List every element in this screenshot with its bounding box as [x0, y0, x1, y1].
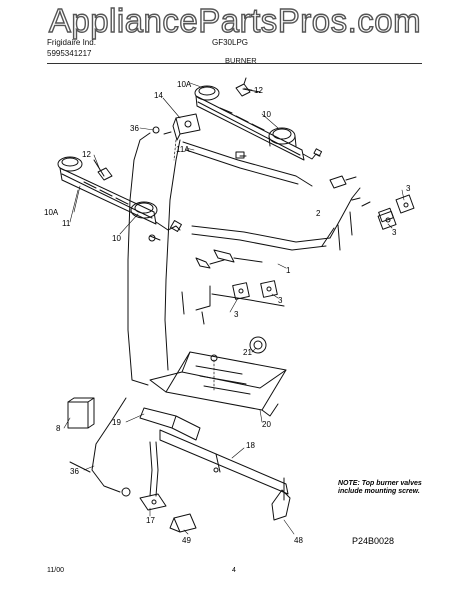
callout-2: 2	[316, 209, 321, 218]
igniter-switch	[139, 493, 197, 533]
callout-20: 20	[262, 420, 271, 429]
front-burner-assembly	[57, 156, 182, 242]
callout-12-top: 12	[254, 86, 263, 95]
rear-burner-assembly	[194, 77, 323, 161]
lower-gas-tube	[69, 397, 131, 497]
callout-10a-left: 10A	[44, 208, 59, 217]
callout-36-bottom: 36	[70, 467, 79, 476]
footer-page: 4	[232, 567, 236, 574]
valve-fitting-center	[235, 151, 247, 159]
thermostat-8	[67, 397, 95, 429]
section-title: BURNER	[225, 56, 257, 65]
watermark: AppliancePartsPros.com	[48, 1, 422, 39]
callout-18: 18	[246, 441, 255, 450]
callout-10a-top: 10A	[177, 80, 192, 89]
callout-48: 48	[294, 536, 303, 545]
callout-3-right2: 3	[392, 228, 397, 237]
callout-1: 1	[286, 266, 291, 275]
callout-8: 8	[56, 424, 61, 433]
header-model: GF30LPG	[212, 38, 249, 47]
right-valves	[329, 175, 415, 251]
callout-14: 14	[154, 91, 163, 100]
header-rule-right	[212, 63, 422, 64]
bake-burner-tube	[139, 407, 291, 521]
callout-21: 21	[243, 348, 252, 357]
diagram-code: P24B0028	[352, 536, 395, 546]
callout-11: 11	[62, 219, 71, 228]
callout-12-left: 12	[82, 150, 91, 159]
callout-3-right: 3	[406, 184, 411, 193]
pressure-regulator	[163, 113, 201, 141]
gas-lines	[127, 126, 361, 386]
callout-49: 49	[182, 536, 191, 545]
callout-10-top: 10	[262, 110, 271, 119]
callout-3-mid: 3	[234, 310, 239, 319]
callout-19: 19	[112, 418, 121, 427]
header-publication: 5995341217	[47, 49, 92, 58]
broil-burner-pan	[149, 336, 287, 417]
front-valves	[181, 249, 285, 325]
callout-36-top: 36	[130, 124, 139, 133]
callout-10-left: 10	[112, 234, 121, 243]
note-line-1: NOTE: Top burner valves	[338, 480, 422, 487]
callout-17: 17	[146, 516, 155, 525]
callout-3-mid2: 3	[278, 296, 283, 305]
callout-11a: 11A	[176, 145, 190, 154]
header-brand: Frigidaire Ind.	[47, 38, 96, 47]
note-line-2: include mounting screw.	[338, 488, 420, 495]
footer-date: 11/00	[47, 567, 64, 574]
header-rule-left	[47, 63, 212, 64]
